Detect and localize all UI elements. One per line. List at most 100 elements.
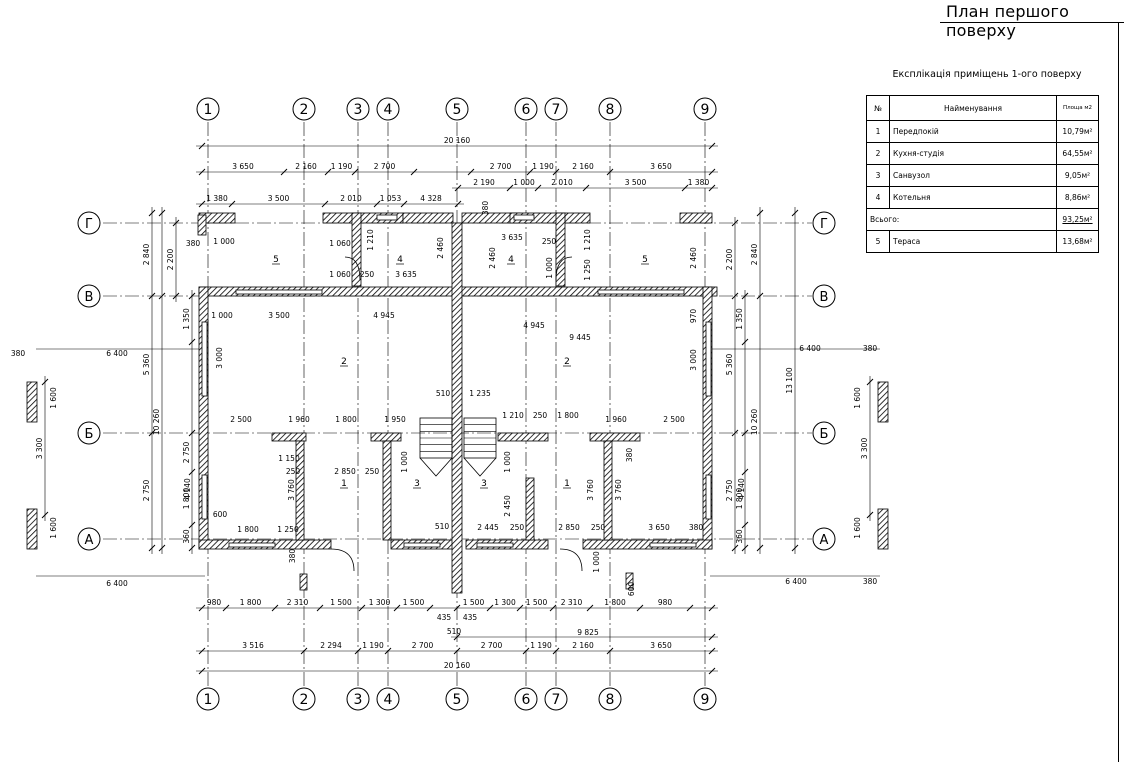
dimension-tick	[453, 633, 461, 641]
dimension-label: 1 210	[583, 229, 592, 251]
dimension-tick	[741, 468, 749, 476]
dimension-tick	[373, 200, 381, 208]
dimension-tick	[172, 292, 180, 300]
total-row: Всього: 93,25м²	[866, 208, 1099, 231]
dimension-tick	[198, 667, 206, 675]
dimension-label: 510	[436, 389, 451, 398]
dimension-label: 3 650	[232, 162, 254, 171]
dimension-label: 2 010	[340, 194, 362, 203]
window	[201, 474, 208, 520]
window	[705, 321, 712, 397]
dimension-tick	[526, 168, 534, 176]
axis-label: Б	[820, 427, 829, 442]
dimension-tick	[552, 647, 560, 655]
dimension-label: 250	[360, 270, 375, 279]
wall-segment	[26, 381, 38, 423]
dimension-label: 3 000	[215, 347, 224, 369]
dimension-label: 1 000	[592, 551, 601, 573]
dimension-label: 3 650	[648, 523, 670, 532]
dimension-label: 1 053	[380, 194, 402, 203]
axis-label: В	[85, 290, 94, 305]
dimension-label: 380	[689, 523, 704, 532]
window	[705, 474, 712, 520]
axis-label: 7	[552, 692, 561, 708]
dimension-label: 13 100	[785, 367, 794, 393]
door-swing	[555, 256, 573, 281]
axis-bubble	[196, 97, 220, 121]
axis-bubble	[693, 97, 717, 121]
axis-bubble	[598, 687, 622, 711]
dimension-tick	[410, 168, 418, 176]
dimension-label: 380	[863, 344, 878, 353]
dimension-label: 510	[435, 522, 450, 531]
dimension-label: 380	[863, 577, 878, 586]
dimension-label: 2 750	[725, 480, 734, 502]
axis-bubble	[812, 421, 836, 445]
dimension-label: 1 800	[182, 488, 191, 510]
wall-segment	[402, 212, 454, 224]
dimension-label: 2 460	[436, 237, 445, 259]
axis-bubble	[77, 527, 101, 551]
axis-label: 5	[453, 692, 462, 708]
wall-segment	[370, 432, 402, 442]
dimension-tick	[358, 604, 366, 612]
wall-segment	[525, 477, 535, 541]
dimension-label: 5 360	[725, 354, 734, 376]
axis-label: 8	[606, 692, 615, 708]
dimension-tick	[148, 209, 156, 217]
axis-bubble	[693, 687, 717, 711]
door-swing	[559, 548, 583, 572]
dimension-label: 1 000	[513, 178, 535, 187]
axis-label: 5	[453, 102, 462, 118]
room-label: 3	[481, 479, 487, 489]
dimension-label: 2 850	[558, 523, 580, 532]
dimension-label: 1 150	[278, 454, 300, 463]
dimension-tick	[351, 168, 359, 176]
stair-landing	[463, 457, 497, 477]
dimension-label: 2 460	[689, 247, 698, 269]
dimension-label: 1 300	[369, 598, 391, 607]
dimension-label: 1 800	[237, 525, 259, 534]
dimension-tick	[582, 184, 590, 192]
dimension-tick	[506, 184, 514, 192]
dimension-tick	[228, 200, 236, 208]
dimension-tick	[866, 511, 874, 519]
wall-segment	[877, 508, 889, 550]
dimension-label: 2 500	[663, 415, 685, 424]
dimension-label: 1 250	[277, 525, 299, 534]
axis-label: Б	[85, 427, 94, 442]
dimension-label: 1 000	[503, 451, 512, 473]
door-swing	[330, 548, 355, 572]
dimension-label: 380	[186, 239, 201, 248]
axis-label: Г	[820, 217, 828, 232]
axis-bubble	[445, 97, 469, 121]
dimension-label: 250	[542, 237, 557, 246]
dimension-label: 970	[689, 309, 698, 324]
dimension-label: 360	[182, 529, 191, 544]
axis-bubble	[77, 421, 101, 445]
dimension-label: 1 060	[329, 270, 351, 279]
dimension-tick	[188, 338, 196, 346]
dimension-label: 2 750	[142, 480, 151, 502]
dimension-label: 2 445	[477, 523, 499, 532]
dimension-label: 1 800	[735, 488, 744, 510]
dimension-label: 1 000	[545, 257, 554, 279]
wall-segment	[497, 432, 549, 442]
dimension-label: 2 450	[503, 495, 512, 517]
dimension-label: 435	[463, 613, 478, 622]
dimension-tick	[708, 168, 716, 176]
dimension-label: 1 960	[605, 415, 627, 424]
axis-bubble	[812, 211, 836, 235]
dimension-label: 250	[533, 411, 548, 420]
dimension-label: 9 445	[569, 333, 591, 342]
axis-bubble	[196, 687, 220, 711]
room-label: 2	[341, 357, 347, 367]
dimension-label: 2 840	[750, 244, 759, 266]
dimension-tick	[454, 184, 462, 192]
room-label: 5	[273, 255, 279, 265]
dimension-label: 980	[207, 598, 222, 607]
dimension-label: 3 650	[650, 641, 672, 650]
